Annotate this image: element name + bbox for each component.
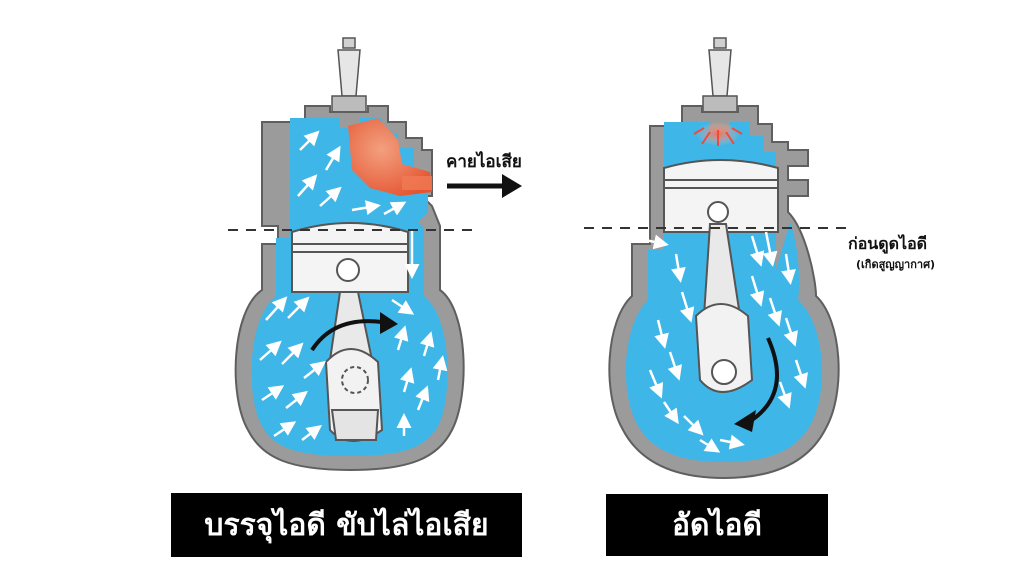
- caption-right-text: อัดไอดี: [671, 507, 763, 543]
- caption-left-text: บรรจุไอดี ขับไล่ไอเสีย: [204, 507, 489, 543]
- piston-icon: [291, 222, 409, 293]
- rotation-arrow-icon: [310, 312, 398, 352]
- exhaust-label: คายไอเสีย: [446, 152, 522, 172]
- flow-arrows-left: [259, 130, 448, 441]
- caption-left: บรรจุไอดี ขับไล่ไอเสีย: [171, 493, 522, 557]
- vacuum-note-label: (เกิดสูญญากาศ): [856, 258, 936, 271]
- right-engine: [584, 37, 848, 480]
- arrow-right-icon: [447, 174, 522, 198]
- left-engine: [228, 37, 522, 472]
- intake-label: ก่อนดูดไอดี: [848, 234, 928, 253]
- spark-rays: [693, 127, 743, 146]
- caption-right: อัดไอดี: [606, 494, 828, 556]
- piston-icon: [663, 159, 779, 233]
- flow-arrows-right: [635, 231, 808, 453]
- crankshaft-icon: [694, 303, 754, 393]
- rotation-arrow-icon: [734, 337, 779, 432]
- crankshaft-icon: [324, 348, 384, 442]
